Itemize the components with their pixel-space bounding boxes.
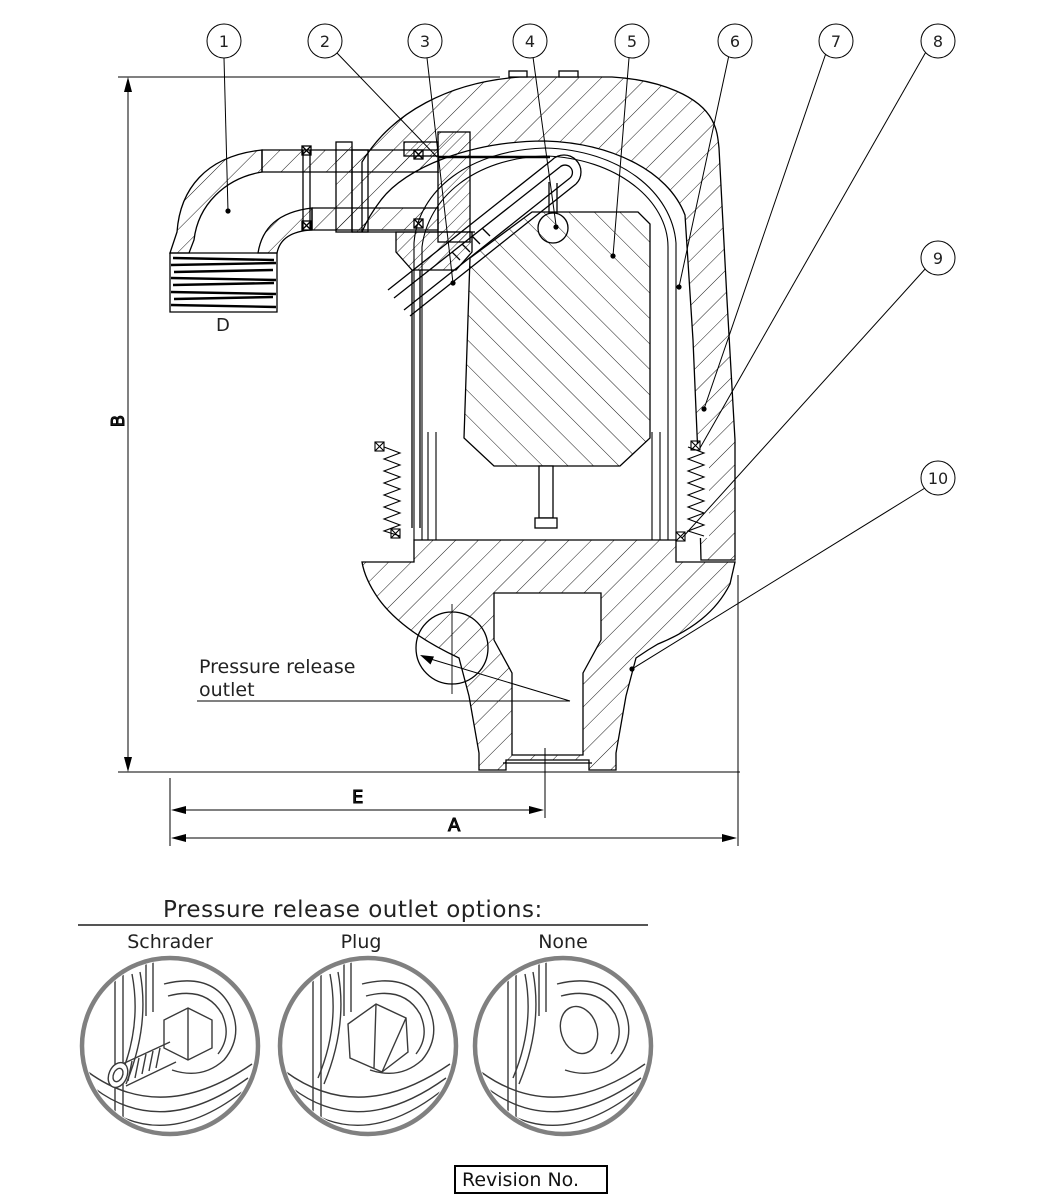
balloon-9-number: 9 — [933, 249, 943, 268]
revision-box: Revision No. — [454, 1165, 608, 1194]
o-ring-seal — [301, 145, 424, 231]
callout-balloons: 1 2 3 4 5 6 7 8 9 10 — [206, 23, 956, 496]
revision-label: Revision No. — [462, 1169, 579, 1191]
balloon-3-number: 3 — [420, 32, 430, 51]
detail-view-schrader — [79, 955, 261, 1137]
balloon-3: 3 — [407, 23, 443, 59]
float-stem-foot — [534, 517, 558, 529]
pressure-release-note-line1: Pressure release — [199, 656, 355, 678]
pressure-release-hole — [415, 604, 489, 694]
balloon-4: 4 — [512, 23, 548, 59]
float — [463, 211, 651, 529]
balloon-5-number: 5 — [627, 32, 637, 51]
balloon-7-number: 7 — [831, 32, 841, 51]
balloon-5: 5 — [614, 23, 650, 59]
pressure-release-note: Pressure release outlet — [197, 655, 571, 702]
dim-b-label: B — [108, 415, 129, 427]
balloon-2-number: 2 — [320, 32, 330, 51]
option-label-plug: Plug — [341, 931, 382, 953]
balloon-10-number: 10 — [928, 469, 948, 488]
spring-seal — [374, 440, 701, 542]
options-section: Pressure release outlet options: Schrade… — [78, 897, 654, 1137]
detail-view-plug — [277, 955, 459, 1137]
balloon-6: 6 — [717, 23, 753, 59]
balloon-1-number: 1 — [219, 32, 229, 51]
balloon-1: 1 — [206, 23, 242, 59]
cap-top-notch — [558, 70, 579, 78]
spring-left — [382, 446, 402, 537]
pressure-release-note-line2: outlet — [199, 679, 255, 701]
option-label-schrader: Schrader — [127, 931, 213, 953]
inlet-thread — [169, 252, 278, 313]
balloon-8-number: 8 — [933, 32, 943, 51]
balloon-2: 2 — [307, 23, 343, 59]
cap-top-notch — [508, 70, 528, 78]
lower-body-funnel — [361, 539, 736, 771]
float-stem — [538, 465, 554, 519]
dim-a-label: A — [448, 815, 461, 836]
leader-arrowhead — [420, 655, 434, 665]
dimension-a: A — [171, 575, 739, 846]
detail-view-none — [472, 955, 654, 1137]
valve-pin-ball — [537, 212, 569, 244]
dimension-d: D — [216, 315, 230, 336]
dimension-e: E — [169, 748, 546, 846]
callout-leaders — [223, 49, 928, 672]
dim-d-label: D — [216, 315, 230, 336]
balloon-8: 8 — [920, 23, 956, 59]
balloon-6-number: 6 — [730, 32, 740, 51]
balloon-10: 10 — [920, 460, 956, 496]
options-title: Pressure release outlet options: — [163, 897, 543, 923]
balloon-4-number: 4 — [525, 32, 535, 51]
balloon-9: 9 — [920, 240, 956, 276]
dimension-b: B — [108, 76, 740, 773]
balloon-7: 7 — [818, 23, 854, 59]
inlet-elbow — [169, 145, 439, 254]
dim-e-label: E — [352, 787, 363, 808]
option-label-none: None — [538, 931, 588, 953]
main-section-view — [169, 70, 736, 771]
